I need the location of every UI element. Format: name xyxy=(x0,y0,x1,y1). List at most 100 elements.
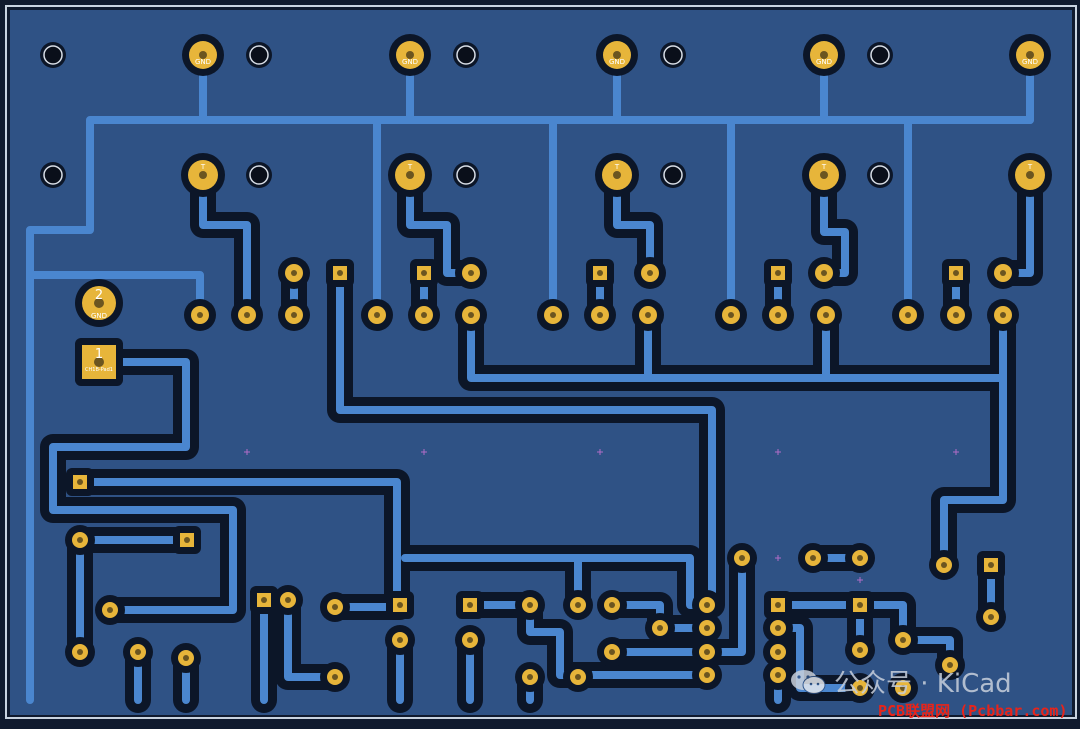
mounting-hole xyxy=(249,45,269,65)
component-pad-drill xyxy=(657,625,663,631)
component-pad-drill xyxy=(197,312,203,318)
component-pad-drill xyxy=(647,270,653,276)
mounting-hole xyxy=(43,45,63,65)
t-pad-drill xyxy=(406,171,414,179)
crosshair-marker xyxy=(953,449,959,455)
crosshair-marker xyxy=(775,449,781,455)
copper-trace xyxy=(49,358,237,614)
crosshair-marker xyxy=(775,555,781,561)
component-pad-drill xyxy=(468,270,474,276)
copper-trace xyxy=(76,478,401,609)
component-pad-drill xyxy=(704,625,710,631)
crosshair-marker xyxy=(421,449,427,455)
mounting-hole xyxy=(249,165,269,185)
mounting-hole xyxy=(456,165,476,185)
component-pad-drill xyxy=(467,637,473,643)
component-square-pad-drill xyxy=(775,270,781,276)
component-square-pad-drill xyxy=(77,479,83,485)
t-pad-drill xyxy=(613,171,621,179)
copper-trace xyxy=(467,311,1007,382)
board-outline xyxy=(5,5,1077,719)
wechat-watermark-text: 公众号 · KiCad xyxy=(834,669,1012,699)
component-pad-drill xyxy=(704,649,710,655)
component-pad-drill xyxy=(823,312,829,318)
mounting-hole xyxy=(663,165,683,185)
component-pad-drill xyxy=(1000,270,1006,276)
gnd-pad-drill xyxy=(406,51,414,59)
gnd-pad-label: GND xyxy=(816,58,832,66)
component-pad-drill xyxy=(775,672,781,678)
component-pad-drill xyxy=(332,674,338,680)
component-pad-drill xyxy=(905,312,911,318)
mounting-hole xyxy=(870,45,890,65)
crosshair-marker xyxy=(857,577,863,583)
t-pad-label: T xyxy=(1027,163,1033,171)
component-pad-drill xyxy=(988,614,994,620)
component-pad-drill xyxy=(107,607,113,613)
connector-pin1-pad-drill xyxy=(94,357,104,367)
component-pad-drill xyxy=(183,655,189,661)
component-pad-drill xyxy=(857,555,863,561)
component-pad-drill xyxy=(285,597,291,603)
mounting-hole xyxy=(870,165,890,185)
wechat-watermark: 公众号 · KiCad xyxy=(790,663,1012,700)
t-pad-drill xyxy=(820,171,828,179)
copper-trace xyxy=(940,374,1007,569)
component-pad-drill xyxy=(953,312,959,318)
component-pad-drill xyxy=(857,685,863,691)
crosshair-marker xyxy=(244,449,250,455)
component-pad-drill xyxy=(609,602,615,608)
component-pad-drill xyxy=(821,270,827,276)
component-square-pad-drill xyxy=(397,602,403,608)
mounting-hole xyxy=(43,165,63,185)
t-pad-label: T xyxy=(407,163,413,171)
component-pad-drill xyxy=(597,312,603,318)
component-pad-drill xyxy=(332,604,338,610)
copper-trace xyxy=(613,171,654,277)
component-pad-drill xyxy=(575,674,581,680)
connector-pin2-pad-drill xyxy=(94,298,104,308)
copper-trace xyxy=(336,269,716,609)
component-pad-drill xyxy=(947,662,953,668)
component-square-pad-drill xyxy=(467,602,473,608)
t-pad-drill xyxy=(1026,171,1034,179)
component-square-pad-drill xyxy=(953,270,959,276)
component-pad-drill xyxy=(244,312,250,318)
component-square-pad-drill xyxy=(337,270,343,276)
component-pad-drill xyxy=(77,537,83,543)
component-pad-drill xyxy=(374,312,380,318)
component-pad-drill xyxy=(77,649,83,655)
connector-pin2-number: 2 xyxy=(95,288,103,303)
component-pad-drill xyxy=(468,312,474,318)
mounting-hole xyxy=(663,45,683,65)
t-pad-label: T xyxy=(200,163,206,171)
connector-pin1-label: CH1B-Pad1 xyxy=(85,367,113,373)
component-pad-drill xyxy=(1000,312,1006,318)
component-pad-drill xyxy=(728,312,734,318)
component-square-pad-drill xyxy=(261,597,267,603)
component-pad-drill xyxy=(645,312,651,318)
component-pad-drill xyxy=(609,649,615,655)
component-square-pad-drill xyxy=(857,602,863,608)
component-pad-drill xyxy=(527,602,533,608)
component-pad-drill xyxy=(704,672,710,678)
component-pad-drill xyxy=(810,555,816,561)
connector-pin1-number: 1 xyxy=(95,347,103,362)
component-pad-drill xyxy=(941,562,947,568)
component-pad-drill xyxy=(775,625,781,631)
pads-layer xyxy=(40,34,1052,703)
component-pad-drill xyxy=(739,555,745,561)
component-pad-drill xyxy=(775,649,781,655)
copper-trace xyxy=(199,171,251,319)
component-pad-drill xyxy=(527,674,533,680)
mounting-hole xyxy=(456,45,476,65)
site-watermark: PCB联盟网 (Pcbbar.com) xyxy=(878,702,1068,720)
t-pad-drill xyxy=(199,171,207,179)
wechat-icon xyxy=(791,669,826,694)
gnd-pad-label: GND xyxy=(609,58,625,66)
t-pad-label: T xyxy=(614,163,620,171)
connector-pin2-label: GND xyxy=(91,312,107,320)
gnd-pad-label: GND xyxy=(1022,58,1038,66)
